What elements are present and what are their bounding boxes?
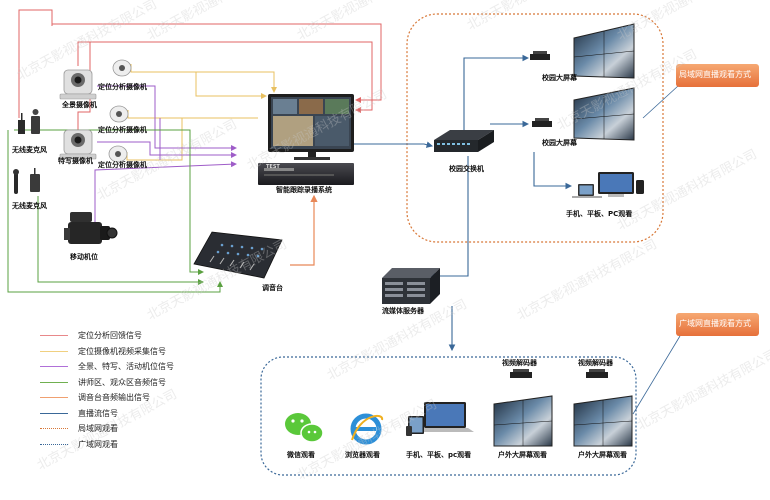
svg-text:北京天影视通科技有限公司: 北京天影视通科技有限公司: [615, 0, 760, 44]
legend-swatch: [40, 397, 68, 399]
label-browser-view: 浏览器观看: [345, 451, 380, 459]
streaming-server-icon: [382, 268, 440, 304]
label-wireless-mic-2: 无线麦克风: [12, 202, 47, 210]
live-stream-lines: [354, 54, 573, 352]
label-campus-screen-1: 校园大屏幕: [542, 74, 577, 82]
recording-system-icon: [258, 94, 354, 185]
label-decoder-1: 视频解码器: [502, 359, 537, 367]
label-lan-devices: 手机、平板、PC观看: [566, 210, 633, 218]
svg-text:北京天影视通科技有限公司: 北京天影视通科技有限公司: [295, 0, 440, 44]
campus-screen-1-icon: [573, 23, 635, 79]
legend-label: 局域网观看: [78, 424, 118, 434]
mixer-icon: [193, 231, 283, 279]
lan-devices-icon: [572, 172, 644, 198]
label-locator-camera-3: 定位分析摄像机: [98, 161, 147, 169]
label-wechat-view: 微信观看: [287, 451, 315, 459]
label-decoder-2: 视频解码器: [578, 359, 613, 367]
legend-swatch: [40, 335, 68, 337]
legend-item: 定位分析回馈信号: [40, 328, 174, 344]
legend-swatch: [40, 381, 68, 383]
legend-label: 全景、特写、活动机位信号: [78, 362, 174, 372]
locator-camera-3-icon: [108, 145, 128, 163]
label-closeup-camera: 特写摄像机: [58, 157, 93, 165]
wan-decoder-1-icon: [510, 369, 532, 378]
label-streaming-server: 流媒体服务器: [382, 307, 424, 315]
panorama-camera-icon: [59, 69, 97, 100]
label-campus-switch: 校园交换机: [449, 165, 484, 173]
legend-item: 讲师区、观众区音频信号: [40, 375, 174, 391]
camera-signal-lines: [94, 85, 237, 238]
label-outdoor-screen-1: 户外大屏幕观看: [498, 451, 547, 459]
wireless-mic-2-icon: [13, 168, 40, 194]
label-wan-devices: 手机、平板、pc观看: [406, 451, 472, 459]
legend-item: 调音台音频输出信号: [40, 390, 174, 406]
locator-camera-1-icon: [112, 59, 132, 77]
legend-swatch: [40, 350, 68, 352]
legend-item: 全景、特写、活动机位信号: [40, 359, 174, 375]
browser-icon: [350, 413, 383, 445]
legend-item: 直播流信号: [40, 406, 174, 422]
label-outdoor-screen-2: 户外大屏幕观看: [578, 451, 627, 459]
svg-text:北京天影视通科技有限公司: 北京天影视通科技有限公司: [515, 237, 660, 323]
legend-label: 讲师区、观众区音频信号: [78, 377, 166, 387]
legend-label: 调音台音频输出信号: [78, 393, 150, 403]
wireless-mic-1-icon: [18, 109, 40, 134]
label-mixer: 调音台: [262, 284, 283, 292]
wan-decoder-2-icon: [586, 369, 608, 378]
legend-swatch: [40, 412, 68, 414]
locator-camera-2-icon: [109, 105, 129, 123]
legend-label: 直播流信号: [78, 408, 118, 418]
mixer-output-line: [290, 194, 318, 266]
mobile-camera-icon: [64, 212, 118, 244]
wan-devices-icon: [406, 402, 474, 436]
campus-decoder-1-icon: [530, 51, 550, 60]
label-campus-screen-2: 校园大屏幕: [542, 139, 577, 147]
campus-screen-2-icon: [573, 87, 635, 141]
outdoor-screen-2-icon: [573, 395, 633, 447]
outdoor-screen-1-icon: [493, 395, 553, 447]
legend-swatch: [40, 366, 68, 368]
legend-label: 定位分析回馈信号: [78, 331, 142, 341]
monitor-screen-text: TEST: [266, 164, 280, 170]
label-locator-camera-1: 定位分析摄像机: [98, 83, 147, 91]
legend-item: 广域网观看: [40, 437, 174, 453]
lan-region: [406, 13, 664, 243]
legend-label: 广域网观看: [78, 439, 118, 449]
legend-swatch: [40, 443, 68, 445]
label-locator-camera-2: 定位分析摄像机: [98, 126, 147, 134]
label-panorama-camera: 全景摄像机: [62, 101, 97, 109]
wan-callout-text: 广域网直播观看方式: [679, 319, 751, 328]
lan-callout-box: [676, 64, 759, 87]
wechat-icon: [285, 413, 324, 443]
label-mobile-camera: 移动机位: [70, 253, 98, 261]
campus-decoder-2-icon: [532, 118, 552, 127]
wan-callout-box: [676, 313, 759, 336]
legend-item: 定位摄像机视频采集信号: [40, 344, 174, 360]
svg-text:北京天影视通科技有限公司: 北京天影视通科技有限公司: [635, 347, 770, 433]
svg-text:北京天影视通科技有限公司: 北京天影视通科技有限公司: [465, 0, 610, 34]
legend-item: 局域网观看: [40, 421, 174, 437]
legend-swatch: [40, 428, 68, 430]
svg-text:北京天影视通科技有限公司: 北京天影视通科技有限公司: [145, 0, 290, 44]
closeup-camera-icon: [59, 129, 97, 160]
legend-label: 定位摄像机视频采集信号: [78, 346, 166, 356]
label-recording-system: 智能跟踪录播系统: [276, 186, 332, 194]
wan-region: [260, 356, 637, 476]
campus-switch-icon: [434, 130, 494, 152]
label-wireless-mic-1: 无线麦克风: [12, 146, 47, 154]
lan-callout-text: 局域网直播观看方式: [679, 70, 751, 79]
legend: 定位分析回馈信号 定位摄像机视频采集信号 全景、特写、活动机位信号 讲师区、观众…: [40, 328, 174, 452]
